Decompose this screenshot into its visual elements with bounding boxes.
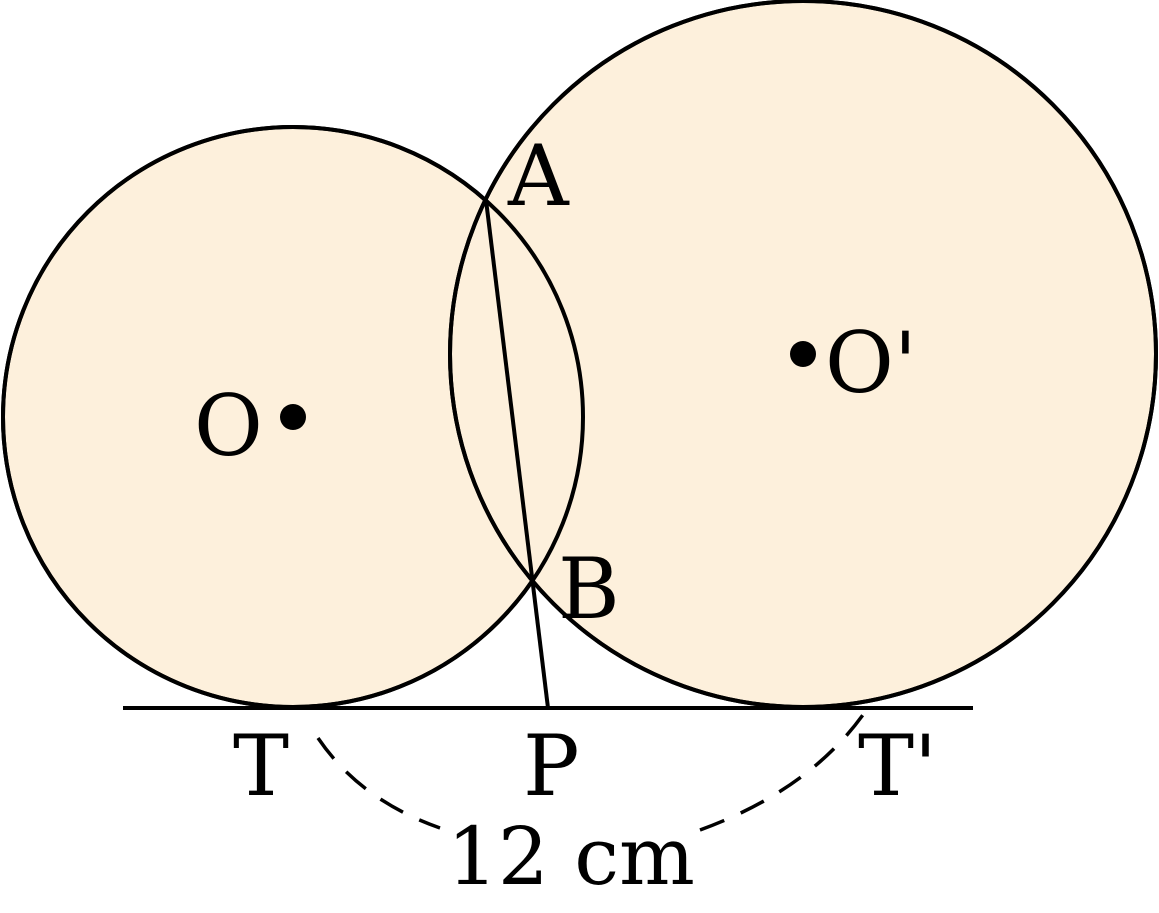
center-o-point — [280, 404, 306, 430]
label-t-prime: T' — [858, 717, 937, 815]
label-b: B — [558, 540, 620, 638]
measure-arc — [316, 737, 441, 830]
measure-arc-right — [699, 710, 867, 832]
center-o-prime-point — [790, 341, 816, 367]
line-ap — [484, 199, 550, 709]
label-o: O — [194, 377, 263, 475]
label-measure: 12 cm — [447, 810, 695, 903]
label-p: P — [523, 717, 580, 815]
label-o-prime: O' — [825, 314, 917, 412]
label-a: A — [507, 127, 570, 225]
label-t: T — [233, 717, 289, 815]
